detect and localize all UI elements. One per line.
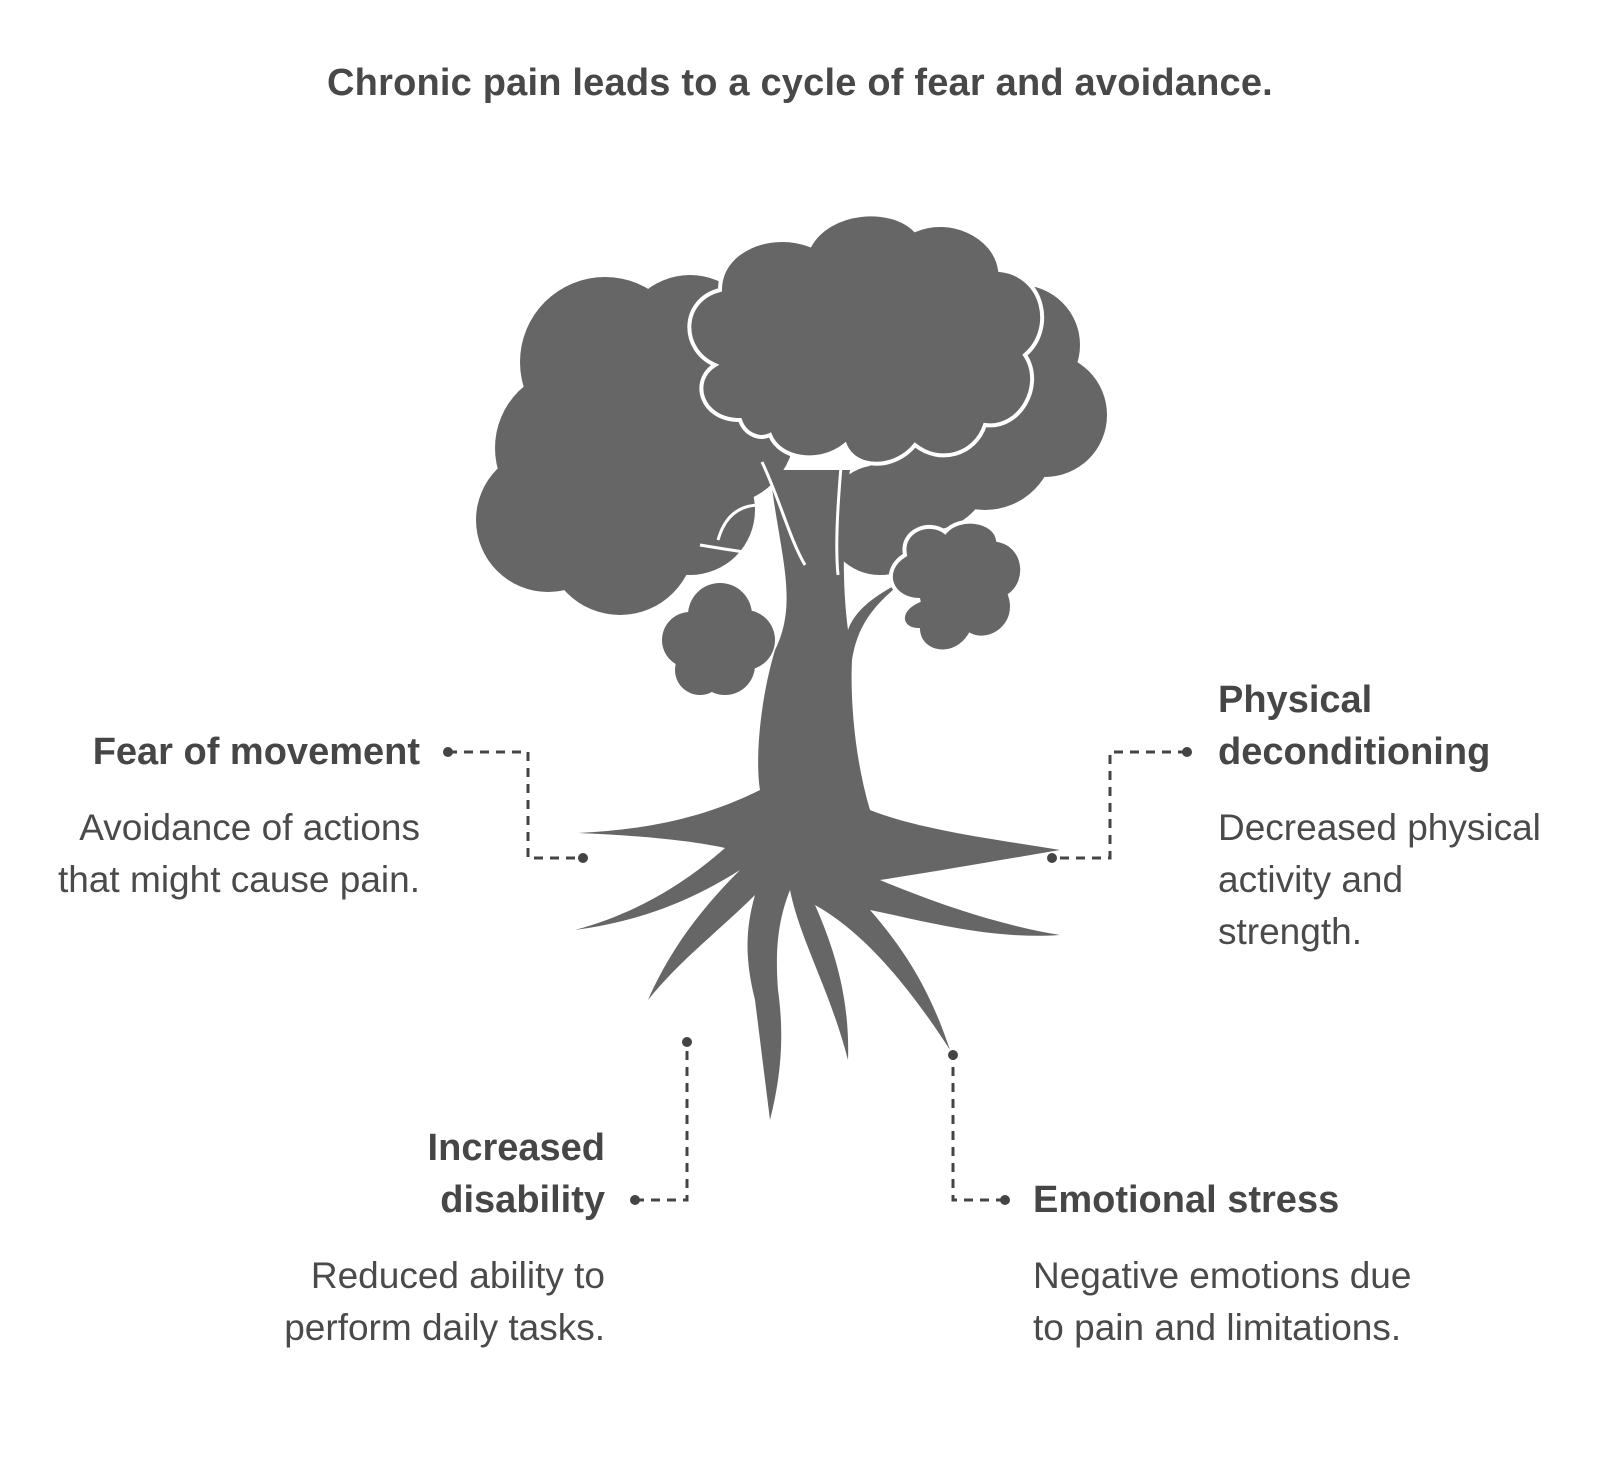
dot-disability-tree — [682, 1037, 692, 1047]
item-description: Decreased physical activity and strength… — [1218, 807, 1541, 952]
item-description: Reduced ability to perform daily tasks. — [284, 1255, 605, 1348]
item-increased-disability: Increased disability Reduced ability to … — [240, 1122, 605, 1354]
dot-deconditioning-tree — [1047, 853, 1057, 863]
item-physical-deconditioning: Physical deconditioning Decreased physic… — [1218, 674, 1548, 958]
bush-right — [888, 519, 1025, 654]
item-description: Avoidance of actions that might cause pa… — [58, 807, 420, 900]
item-description: Negative emotions due to pain and limita… — [1033, 1255, 1412, 1348]
item-heading: Increased disability — [427, 1127, 605, 1221]
tree-trunk — [575, 470, 1060, 1120]
item-heading: Fear of movement — [92, 731, 420, 773]
tree-icon — [476, 212, 1107, 1120]
dot-stress-tree — [948, 1050, 958, 1060]
connector-emotional-stress — [951, 1055, 1005, 1202]
connector-increased-disability — [635, 1042, 689, 1202]
branch-lines — [699, 454, 844, 576]
dot-disability-label — [630, 1195, 640, 1205]
item-emotional-stress: Emotional stress Negative emotions due t… — [1033, 1174, 1433, 1354]
connector-fear-of-movement — [448, 750, 583, 860]
bush-left — [662, 583, 775, 695]
dot-deconditioning-label — [1182, 747, 1192, 757]
item-heading: Emotional stress — [1033, 1179, 1340, 1221]
dot-stress-label — [1000, 1195, 1010, 1205]
canopy-front — [687, 212, 1045, 466]
diagram-title: Chronic pain leads to a cycle of fear an… — [327, 62, 1273, 104]
item-fear-of-movement: Fear of movement Avoidance of actions th… — [40, 726, 420, 906]
dot-fear-tree — [578, 853, 588, 863]
item-heading: Physical deconditioning — [1218, 679, 1491, 773]
connectors — [448, 750, 1187, 1202]
connector-dots — [443, 747, 1192, 1205]
connector-physical-deconditioning — [1052, 750, 1187, 860]
dot-fear-label — [443, 747, 453, 757]
